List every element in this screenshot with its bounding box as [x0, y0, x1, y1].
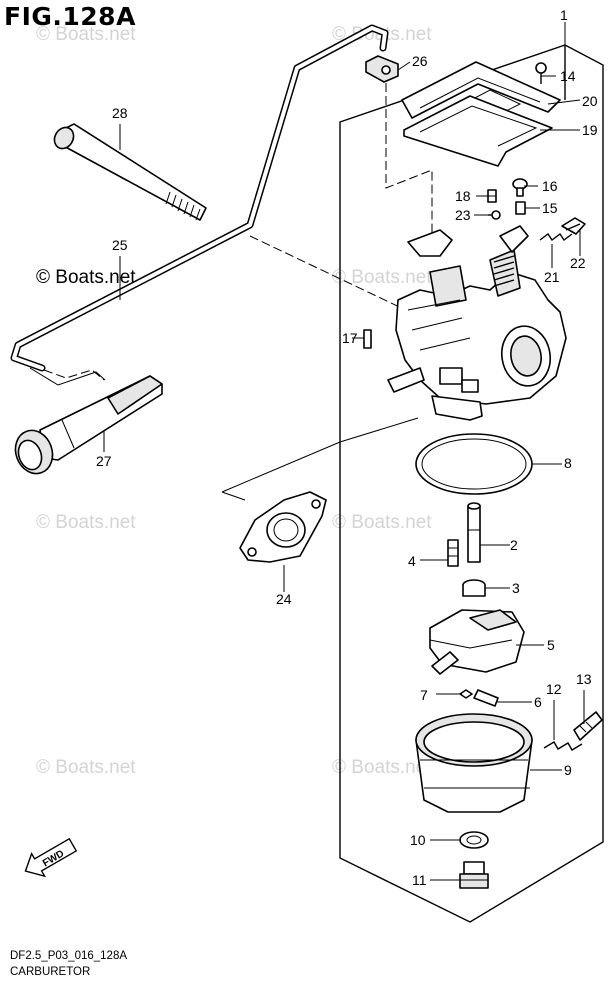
float-chamber — [415, 713, 533, 813]
screw — [363, 329, 372, 349]
callout-4: 4 — [408, 553, 416, 569]
figure-name: CARBURETOR — [10, 966, 91, 978]
callout-8: 8 — [564, 455, 572, 471]
throttle-stop-screw — [561, 217, 586, 235]
watermark-text: © Boats.net — [36, 24, 136, 45]
pilot-screw — [573, 711, 603, 741]
callout-6: 6 — [534, 694, 542, 710]
callout-18: 18 — [455, 188, 471, 204]
float — [429, 609, 525, 675]
choke-rod — [10, 24, 389, 372]
clamp — [365, 55, 399, 83]
callout-28: 28 — [112, 105, 128, 121]
screw — [535, 62, 547, 84]
callout-21: 21 — [544, 269, 560, 285]
figure-title: FIG.128A — [4, 2, 136, 31]
callout-24: 24 — [276, 591, 292, 607]
watermark-text: © Boats.net — [332, 512, 432, 533]
insulator-gasket — [239, 491, 327, 563]
callout-23: 23 — [455, 207, 471, 223]
float-pin — [473, 689, 499, 707]
spring — [543, 741, 583, 751]
watermarks: © Boats.net © Boats.net © Boats.net © Bo… — [36, 24, 432, 778]
callout-20: 20 — [582, 93, 598, 109]
callout-27: 27 — [96, 453, 112, 469]
needle-valve — [447, 539, 459, 567]
callout-10: 10 — [410, 832, 426, 848]
watermark-text: © Boats.net — [332, 267, 432, 288]
callout-1: 1 — [560, 7, 568, 23]
drain-screw — [459, 861, 489, 889]
gasket — [459, 831, 489, 849]
callout-labels: 1 2 3 4 5 6 7 8 9 10 11 12 13 14 15 16 1… — [96, 7, 598, 888]
callout-14: 14 — [560, 68, 576, 84]
gasket — [403, 95, 553, 167]
main-jet — [462, 579, 486, 597]
fwd-label: FWD — [41, 848, 66, 869]
screw — [515, 201, 526, 215]
callout-19: 19 — [582, 122, 598, 138]
callout-17: 17 — [342, 330, 358, 346]
callout-9: 9 — [564, 762, 572, 778]
o-ring — [415, 433, 533, 495]
callout-12: 12 — [546, 681, 562, 697]
spring — [539, 232, 573, 242]
figure-code: DF2.5_P03_016_128A — [10, 950, 128, 962]
callout-3: 3 — [512, 580, 520, 596]
choke-knob — [14, 375, 163, 475]
callout-15: 15 — [542, 200, 558, 216]
bolt — [53, 123, 207, 221]
callout-16: 16 — [542, 178, 558, 194]
callout-13: 13 — [576, 671, 592, 687]
screw — [512, 178, 528, 197]
carburetor-body — [387, 225, 567, 421]
watermark-text: © Boats.net — [36, 267, 136, 288]
fwd-arrow-icon: FWD — [24, 837, 78, 878]
callout-25: 25 — [112, 237, 128, 253]
watermark-text: © Boats.net — [36, 757, 136, 778]
callout-22: 22 — [570, 255, 586, 271]
clip — [458, 689, 474, 699]
watermark-text: © Boats.net — [332, 757, 432, 778]
leader-lines — [103, 22, 585, 881]
main-nozzle — [467, 502, 481, 563]
watermark-text: © Boats.net — [36, 512, 136, 533]
callout-5: 5 — [547, 637, 555, 653]
callout-7: 7 — [420, 687, 428, 703]
callout-11: 11 — [412, 872, 427, 888]
callout-2: 2 — [510, 537, 518, 553]
callout-26: 26 — [412, 53, 428, 69]
cover-plate — [401, 61, 561, 119]
alignment-lines — [29, 70, 433, 501]
